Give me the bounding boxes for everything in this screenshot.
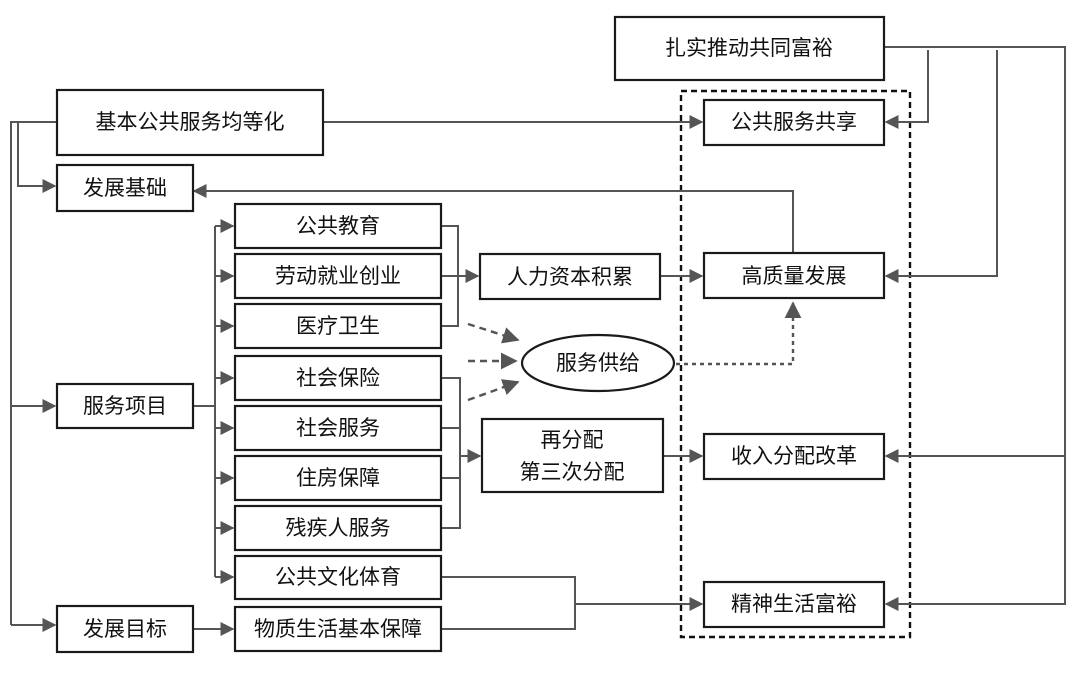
node-social-services: 社会服务 — [233, 404, 443, 452]
svg-text:精神生活富裕: 精神生活富裕 — [731, 592, 857, 616]
svg-text:残疾人服务: 残疾人服务 — [286, 516, 391, 540]
node-human-capital: 人力资本积累 — [478, 252, 662, 301]
node-housing-security: 住房保障 — [233, 454, 443, 502]
connectors — [10, 46, 1066, 636]
svg-text:公共教育: 公共教育 — [296, 214, 380, 238]
node-service-supply: 服务供给 — [520, 333, 676, 393]
node-income-distribution-reform: 收入分配改革 — [702, 432, 886, 481]
svg-text:服务供给: 服务供给 — [556, 351, 640, 375]
svg-text:服务项目: 服务项目 — [83, 394, 167, 418]
svg-text:第三次分配: 第三次分配 — [520, 460, 625, 484]
svg-text:扎实推动共同富裕: 扎实推动共同富裕 — [665, 36, 833, 60]
svg-text:收入分配改革: 收入分配改革 — [731, 444, 857, 468]
node-top-goal: 扎实推动共同富裕 — [613, 15, 886, 82]
node-labor-employment: 劳动就业创业 — [233, 252, 443, 300]
svg-text:公共文化体育: 公共文化体育 — [275, 565, 401, 589]
svg-text:人力资本积累: 人力资本积累 — [507, 265, 633, 289]
node-social-insurance: 社会保险 — [233, 354, 443, 402]
svg-text:发展基础: 发展基础 — [83, 176, 167, 200]
node-high-quality-development: 高质量发展 — [702, 251, 886, 300]
node-redistribution: 再分配 第三次分配 — [480, 417, 665, 494]
svg-text:社会保险: 社会保险 — [296, 366, 380, 390]
node-development-goal: 发展目标 — [55, 604, 195, 654]
svg-text:医疗卫生: 医疗卫生 — [296, 314, 380, 338]
svg-text:发展目标: 发展目标 — [83, 617, 167, 641]
dashed-group-frame — [679, 89, 912, 639]
node-public-education: 公共教育 — [233, 202, 443, 250]
node-development-basis: 发展基础 — [55, 163, 195, 213]
node-culture-sports: 公共文化体育 — [233, 554, 443, 601]
svg-text:劳动就业创业: 劳动就业创业 — [275, 264, 401, 288]
node-medical-health: 医疗卫生 — [233, 302, 443, 350]
node-spiritual-life-richness: 精神生活富裕 — [702, 580, 886, 629]
svg-text:物质生活基本保障: 物质生活基本保障 — [254, 617, 422, 641]
svg-text:社会服务: 社会服务 — [296, 416, 380, 440]
svg-text:住房保障: 住房保障 — [296, 466, 380, 490]
node-service-items: 服务项目 — [55, 382, 195, 430]
svg-text:基本公共服务均等化: 基本公共服务均等化 — [96, 110, 285, 134]
node-equalization: 基本公共服务均等化 — [55, 88, 325, 157]
svg-text:再分配: 再分配 — [541, 428, 604, 452]
node-public-service-sharing: 公共服务共享 — [702, 98, 886, 147]
node-material-security: 物质生活基本保障 — [233, 605, 443, 653]
svg-text:高质量发展: 高质量发展 — [742, 264, 847, 288]
svg-text:公共服务共享: 公共服务共享 — [731, 110, 857, 134]
node-disability-services: 残疾人服务 — [233, 504, 443, 552]
